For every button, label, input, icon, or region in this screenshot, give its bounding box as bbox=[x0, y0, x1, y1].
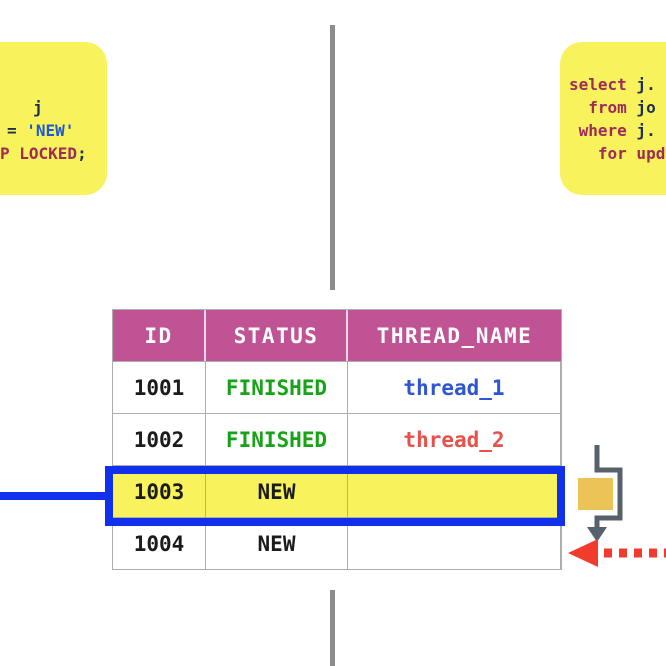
job-square-icon bbox=[578, 478, 613, 510]
divider-line-bottom bbox=[330, 590, 335, 666]
cell-id: 1002 bbox=[113, 413, 206, 465]
code-token: P LOCKED bbox=[0, 144, 78, 163]
column-header-status: STATUS bbox=[206, 310, 348, 361]
locked-row-highlight bbox=[105, 466, 565, 526]
code-token: j. bbox=[626, 121, 656, 140]
column-header-thread_name: THREAD_NAME bbox=[348, 310, 561, 361]
code-line: from jo bbox=[569, 96, 666, 119]
code-token: = bbox=[7, 121, 27, 140]
red-arrowhead-icon bbox=[568, 539, 598, 567]
code-token: jo bbox=[626, 98, 656, 117]
code-token: where bbox=[569, 121, 627, 140]
code-line: = 'NEW' bbox=[7, 119, 107, 142]
code-line: where j. bbox=[569, 119, 666, 142]
code-line bbox=[0, 73, 107, 96]
code-token: 'NEW' bbox=[26, 121, 75, 140]
skip-locked-graphic bbox=[568, 445, 666, 567]
cell-id: 1001 bbox=[113, 361, 206, 413]
code-line: select j. bbox=[569, 73, 666, 96]
skip-path-icon bbox=[594, 445, 623, 530]
column-header-id: ID bbox=[113, 310, 206, 361]
sql-note-right: select j. from jo where j. for upd bbox=[560, 42, 666, 195]
divider-line-top bbox=[330, 25, 335, 290]
code-token: select bbox=[569, 75, 627, 94]
cell-status: FINISHED bbox=[206, 413, 348, 465]
cell-thread-name: thread_1 bbox=[348, 361, 561, 413]
code-token: j. bbox=[626, 75, 656, 94]
code-token: for upd bbox=[569, 144, 666, 163]
code-token: j bbox=[33, 98, 43, 117]
cell-status: FINISHED bbox=[206, 361, 348, 413]
down-arrowhead-icon bbox=[587, 527, 607, 542]
code-line: P LOCKED; bbox=[0, 142, 107, 165]
code-line: j bbox=[33, 96, 107, 119]
sql-note-left: j= 'NEW'P LOCKED; bbox=[0, 42, 107, 195]
lock-line bbox=[0, 492, 105, 500]
code-token: ; bbox=[77, 144, 87, 163]
code-token: from bbox=[569, 98, 627, 117]
cell-thread-name: thread_2 bbox=[348, 413, 561, 465]
code-line: for upd bbox=[569, 142, 666, 165]
